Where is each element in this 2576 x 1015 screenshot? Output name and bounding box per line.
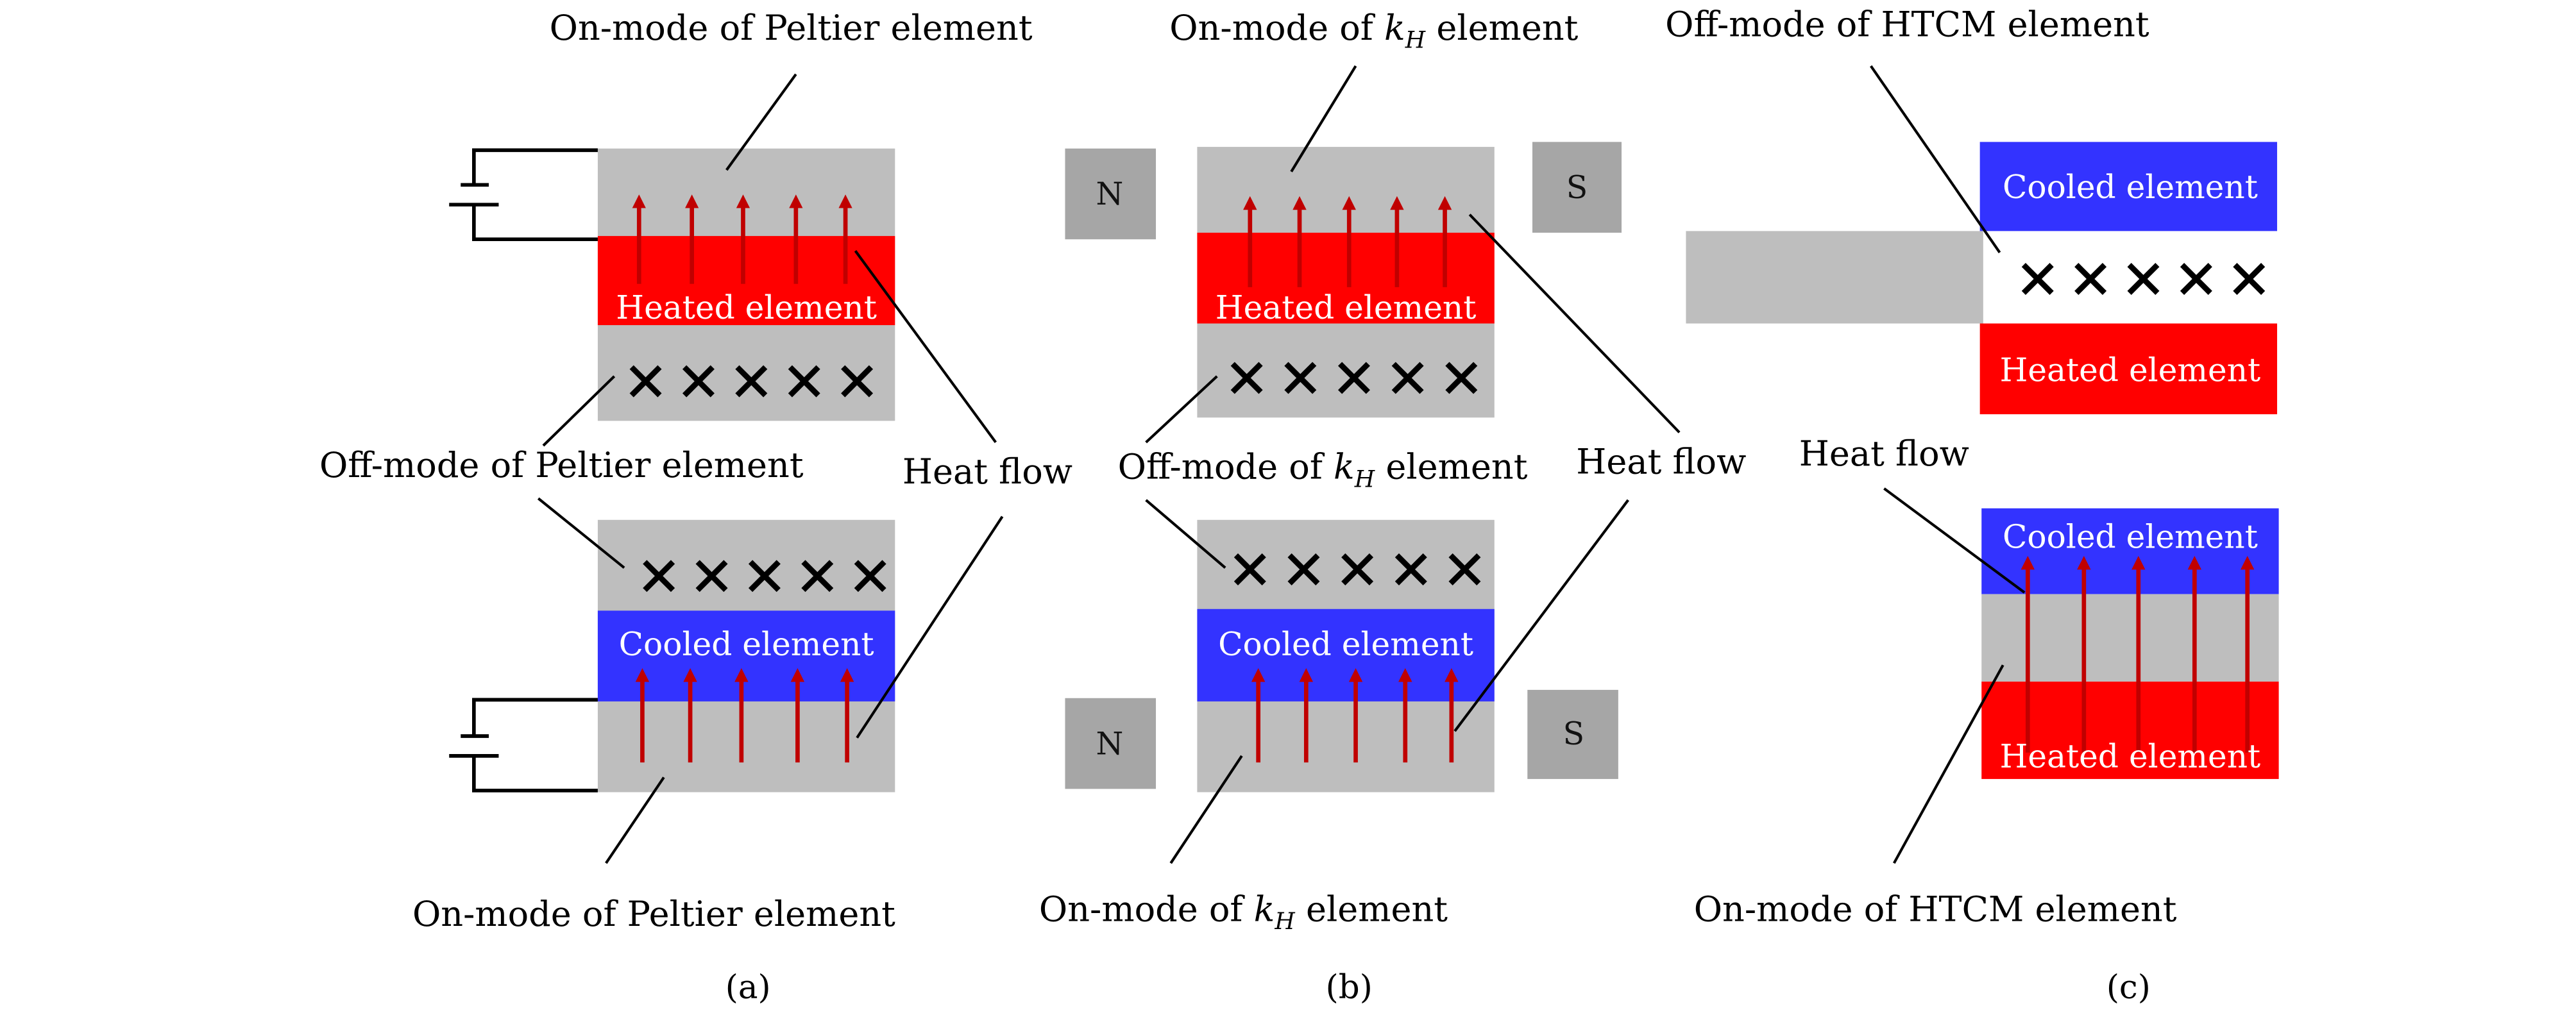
magnet-south [1527, 689, 1618, 779]
panel-caption-c: (c) [2106, 968, 2151, 1007]
off-mode-x-mark [1287, 553, 1320, 585]
off-mode-x-marks [2021, 263, 2266, 295]
heat-flow-arrows [635, 668, 854, 763]
leader-line [1145, 375, 1218, 444]
cooled-element-block [1981, 508, 2279, 594]
leader-line [1145, 499, 1226, 569]
off-mode-htcm-label: Off-mode of HTCM element [1665, 4, 2149, 45]
heated-element-label: Heated element [1216, 289, 1477, 326]
leader-line [1468, 214, 1681, 433]
heated-element-label: Heated element [616, 289, 877, 326]
leader-line [1169, 755, 1243, 864]
htcm-on-stack: Cooled element Heated element [1981, 508, 2279, 779]
htcm-element-retracted [1686, 231, 1983, 324]
on-mode-kh-bottom-label: On-mode of kH element [1039, 889, 1448, 935]
off-mode-x-mark [748, 560, 781, 592]
magnet-south [1532, 142, 1622, 233]
off-mode-x-mark [1445, 362, 1478, 394]
heat-flow-arrows [1243, 196, 1452, 287]
on-mode-htcm-label: On-mode of HTCM element [1694, 889, 2177, 929]
magnet-north-label: N [1096, 176, 1124, 212]
off-mode-x-mark [1448, 553, 1481, 585]
htcm-off-stack: Cooled element Heated element [1686, 142, 2278, 415]
heated-element-label: Heated element [2000, 737, 2261, 775]
heated-element-block [1979, 323, 2278, 415]
panel-caption-a: (a) [725, 968, 771, 1007]
cooled-element-label: Cooled element [2003, 168, 2258, 206]
kh-bottom-stack: N S Cooled element [1065, 519, 1618, 793]
off-mode-x-marks [629, 365, 874, 398]
battery-icon [449, 698, 598, 793]
panel-caption-b: (b) [1326, 968, 1373, 1007]
leader-line [854, 250, 997, 444]
off-mode-x-mark [695, 560, 728, 592]
on-mode-kh-top-label: On-mode of kH element [1169, 8, 1578, 54]
off-mode-x-mark [1284, 362, 1317, 394]
heated-element-label: Heated element [2000, 351, 2261, 389]
leader-line [605, 776, 665, 864]
leader-line [1883, 487, 2026, 594]
heat-flow-label: Heat flow [902, 451, 1072, 492]
off-mode-x-mark [1391, 362, 1424, 394]
htcm-element-inserted [1981, 594, 2279, 682]
off-mode-x-mark [735, 365, 768, 398]
battery-icon [449, 148, 598, 242]
magnet-south-label: S [1563, 716, 1585, 752]
cooled-element-label: Cooled element [1218, 625, 1473, 663]
off-mode-x-mark [1337, 362, 1370, 394]
peltier-top-stack: Heated element [449, 148, 895, 421]
off-mode-x-mark [2021, 263, 2054, 295]
magnet-north [1065, 148, 1157, 240]
leader-line [1892, 664, 2004, 864]
off-mode-x-mark [2127, 263, 2160, 295]
leader-line [1870, 65, 2001, 253]
on-mode-peltier-top-label: On-mode of Peltier element [550, 8, 1033, 48]
off-mode-x-mark [1230, 362, 1263, 394]
off-mode-x-mark [1233, 553, 1266, 585]
panel-a: Heated element Cooled element [319, 8, 1072, 1007]
off-mode-x-marks [1230, 362, 1478, 394]
cooled-element-label: Cooled element [2003, 518, 2258, 556]
off-mode-x-mark [1394, 553, 1427, 585]
panel-c: Cooled element Heated element Cooled ele… [1665, 4, 2279, 1007]
off-mode-x-marks [643, 560, 886, 592]
off-mode-x-mark [682, 365, 715, 398]
heat-flow-arrows [1251, 668, 1459, 763]
off-mode-kh-label: Off-mode of kH element [1118, 446, 1528, 492]
off-mode-x-mark [629, 365, 662, 398]
off-mode-peltier-label: Off-mode of Peltier element [319, 445, 804, 485]
off-mode-x-mark [788, 365, 820, 398]
on-mode-peltier-bottom-label: On-mode of Peltier element [412, 894, 895, 934]
heat-flow-label: Heat flow [1576, 442, 1746, 482]
leader-line [542, 375, 616, 447]
off-mode-x-mark [2180, 263, 2212, 295]
cooled-element-block [1979, 142, 2278, 231]
peltier-bottom-stack: Cooled element [449, 519, 895, 793]
off-mode-x-mark [841, 365, 874, 398]
magnet-north-label: N [1096, 725, 1124, 762]
off-mode-x-mark [854, 560, 886, 592]
kh-top-stack: N S Heated element [1065, 142, 1622, 418]
panel-b: N S Heated element N S Cooled element On… [1039, 8, 1746, 1007]
off-mode-x-marks [1233, 553, 1481, 585]
magnet-south-label: S [1566, 169, 1588, 206]
off-mode-x-mark [2074, 263, 2107, 295]
leader-line [725, 73, 797, 171]
leader-line [537, 497, 625, 569]
off-mode-x-mark [1341, 553, 1374, 585]
leader-line [1290, 65, 1357, 172]
off-mode-x-mark [801, 560, 834, 592]
cooled-element-label: Cooled element [619, 625, 874, 663]
heat-flow-arrows [632, 194, 852, 284]
heated-element-block [1981, 682, 2279, 779]
cooled-element-band [1197, 608, 1495, 701]
leader-line [856, 516, 1004, 739]
off-mode-x-mark [643, 560, 675, 592]
leader-line [1453, 499, 1629, 732]
magnet-north [1065, 698, 1157, 789]
heat-flow-arrows [2021, 556, 2255, 753]
off-mode-x-mark [2233, 263, 2266, 295]
heat-flow-label: Heat flow [1799, 433, 1969, 474]
